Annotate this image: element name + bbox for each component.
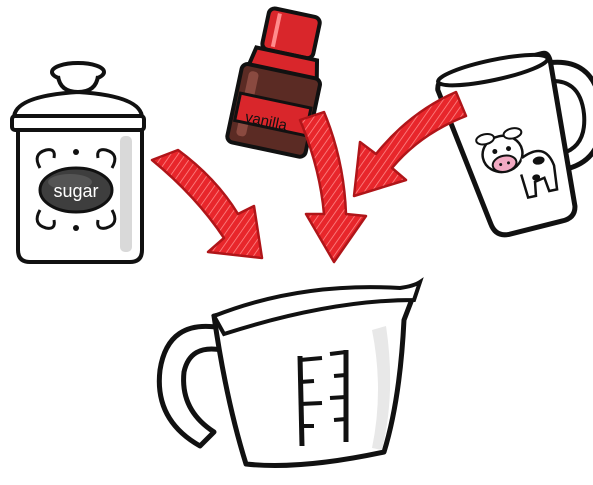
sugar-jar-icon <box>10 61 146 264</box>
measuring-cup-icon <box>156 277 424 468</box>
sugar-label: sugar <box>53 181 98 201</box>
milk-pitcher-icon <box>435 50 593 238</box>
cow-icon <box>475 127 559 200</box>
arrow-icon <box>150 148 264 260</box>
arrow-icon <box>298 110 368 264</box>
arrow-icon <box>352 90 468 198</box>
vanilla-bottle-icon <box>225 6 322 159</box>
